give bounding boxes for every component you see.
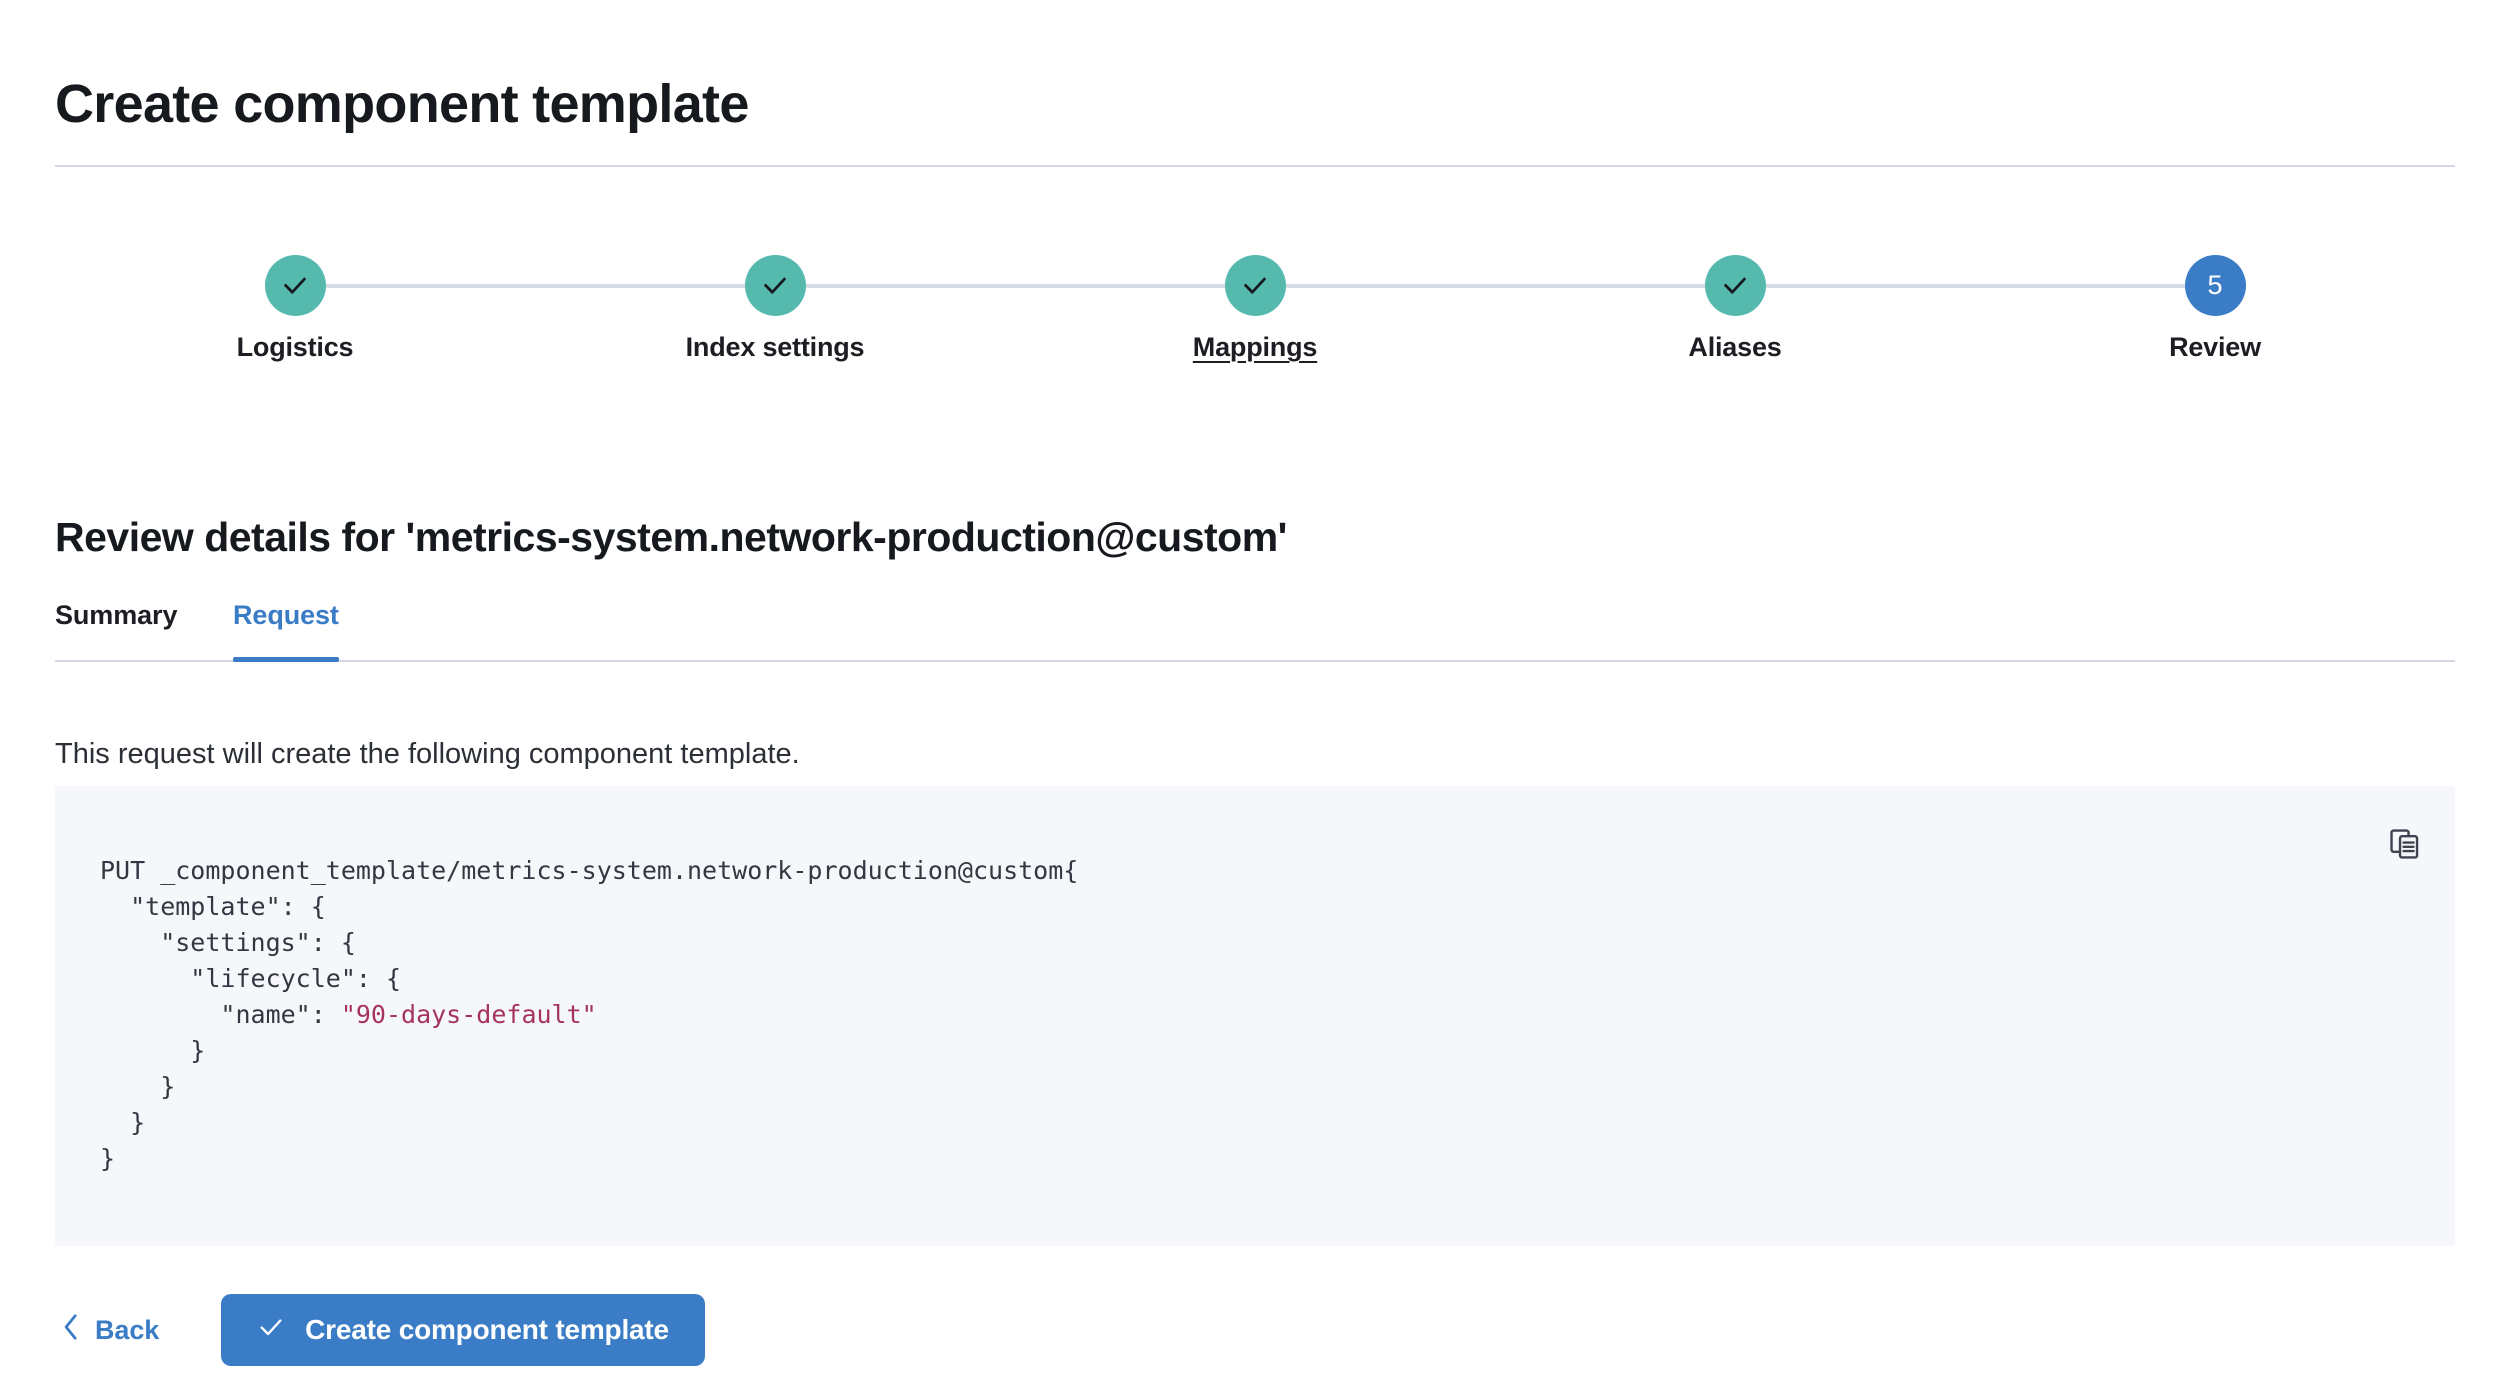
- step-number-badge: 5: [2184, 255, 2246, 316]
- request-description: This request will create the following c…: [55, 738, 800, 770]
- check-icon: [744, 255, 806, 316]
- back-button-label: Back: [95, 1314, 160, 1345]
- request-body-after: } } } }: [100, 1036, 206, 1173]
- tab-request-label: Request: [233, 600, 339, 630]
- step-label: Logistics: [236, 332, 354, 362]
- request-code: PUT _component_template/metrics-system.n…: [100, 853, 1078, 1177]
- step-label: Index settings: [685, 332, 865, 362]
- review-tabs: Summary Request: [55, 600, 2455, 662]
- tab-summary[interactable]: Summary: [55, 600, 177, 662]
- request-body-before: { "template": { "settings": { "lifecycle…: [130, 856, 1079, 1029]
- request-lifecycle-name: "90-days-default": [340, 1000, 597, 1029]
- active-tab-underline: [233, 657, 339, 662]
- page-title: Create component template: [55, 74, 749, 135]
- copy-clipboard-icon[interactable]: [2383, 822, 2427, 866]
- wizard-footer: Back Create component template: [55, 1290, 705, 1370]
- stepper-step-mappings[interactable]: Mappings: [1090, 255, 1420, 363]
- create-component-template-label: Create component template: [305, 1314, 669, 1345]
- stepper-step-aliases[interactable]: Aliases: [1570, 255, 1900, 363]
- review-section-heading: Review details for 'metrics-system.netwo…: [55, 514, 1287, 561]
- back-button[interactable]: Back: [55, 1303, 165, 1358]
- request-code-panel: PUT _component_template/metrics-system.n…: [55, 786, 2455, 1246]
- tabs-baseline: [55, 660, 2455, 662]
- step-label: Aliases: [1688, 332, 1782, 362]
- step-connector-line: [1763, 284, 2187, 288]
- step-label: Mappings: [1192, 332, 1318, 362]
- step-label: Review: [2169, 332, 2261, 362]
- step-number: 5: [2207, 270, 2223, 300]
- step-connector-line: [803, 284, 1227, 288]
- check-icon: [257, 1313, 285, 1348]
- check-icon: [1224, 255, 1286, 316]
- create-component-template-button[interactable]: Create component template: [221, 1294, 705, 1366]
- check-icon: [264, 255, 326, 316]
- title-divider: [55, 165, 2455, 167]
- tab-summary-label: Summary: [55, 600, 178, 630]
- step-connector-line: [1283, 284, 1707, 288]
- chevron-left-icon: [61, 1313, 81, 1348]
- stepper-step-logistics[interactable]: Logistics: [130, 255, 460, 363]
- step-connector-line: [323, 284, 747, 288]
- stepper-step-index-settings[interactable]: Index settings: [610, 255, 940, 363]
- tab-request[interactable]: Request: [233, 600, 339, 662]
- request-method-line: PUT _component_template/metrics-system.n…: [100, 856, 1064, 885]
- check-icon: [1704, 255, 1766, 316]
